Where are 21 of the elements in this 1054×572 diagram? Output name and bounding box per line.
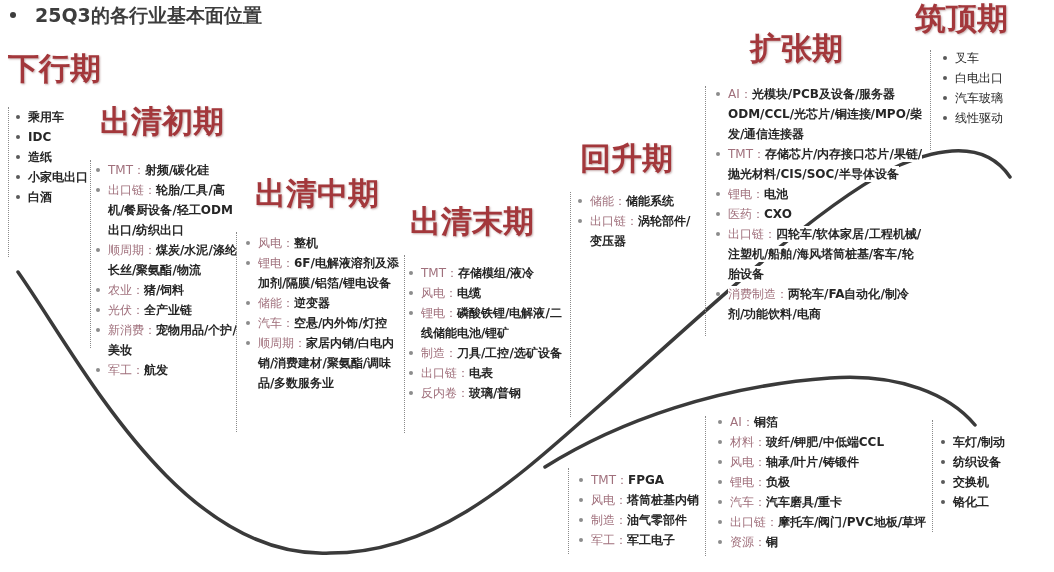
stage-heading: 回升期 (580, 140, 673, 176)
list-item: AI：铜箔 (730, 413, 779, 432)
stage-column (236, 175, 402, 432)
stage-heading: 出清末期 (410, 203, 534, 239)
stage-heading: 筑顶期 (915, 0, 1008, 36)
stage-list (568, 468, 701, 554)
list-item: TMT：存储芯片/内存接口芯片/果链/抛光材料/CIS/SOC/半导体设备 (728, 145, 924, 184)
list-item: TMT：射频/碳化硅 (108, 161, 211, 180)
stage-heading: 出清初期 (100, 103, 224, 139)
list-item: 出口链：四轮车/软体家居/工程机械/注塑机/船舶/海风塔筒桩基/客车/轮胎设备 (728, 225, 923, 284)
stage-column (8, 50, 101, 257)
list-item: 制造：刀具/工控/选矿设备 (421, 344, 563, 363)
list-item: 交换机 (953, 473, 990, 492)
list-item: 锂电：6F/电解液溶剂及添加剂/隔膜/铝箔/锂电设备 (258, 254, 400, 293)
title: 25Q3的各行业基本面位置 (35, 3, 262, 27)
list-item: 消费制造：两轮车/FA自动化/制冷剂/功能饮料/电商 (728, 285, 910, 324)
stage-column (404, 203, 565, 433)
stage-heading: 出清中期 (255, 175, 379, 211)
list-item: 汽车：汽车磨具/重卡 (730, 493, 844, 512)
stage-heading: 扩张期 (750, 30, 843, 66)
stage-heading: 下行期 (8, 50, 101, 86)
